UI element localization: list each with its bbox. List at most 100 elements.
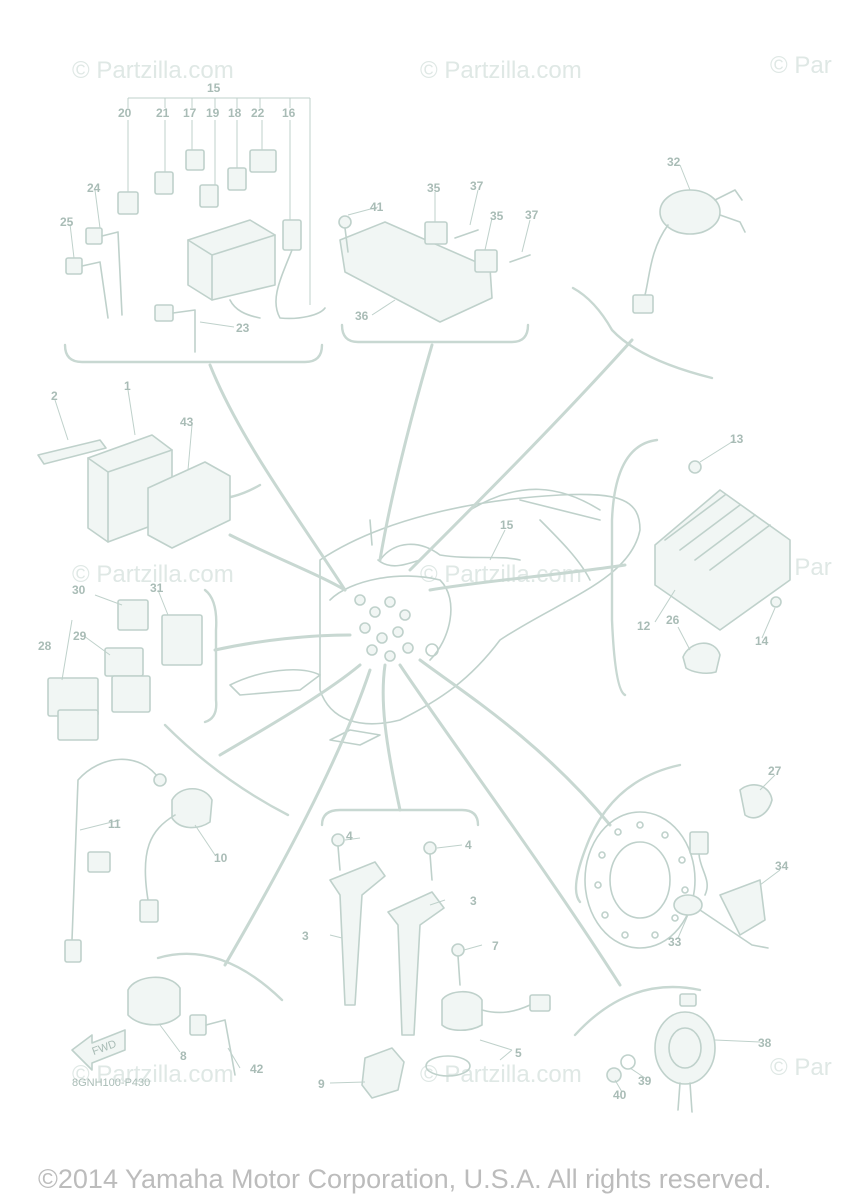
callout-3a: 3 [302, 929, 309, 943]
connector-24 [85, 227, 103, 245]
callout-15a: 15 [207, 81, 221, 95]
buzzer-38 [654, 1011, 716, 1085]
watermarks: © Partzilla.com © Partzilla.com © Par © … [72, 52, 832, 1088]
holder-26 [682, 642, 721, 675]
relays-group [47, 599, 203, 741]
callout-25: 25 [60, 215, 74, 229]
callout-10: 10 [214, 851, 228, 865]
sensor-5 [425, 943, 551, 1077]
fuse-18 [227, 167, 247, 191]
relay-bracket-group [338, 215, 531, 323]
relay-35a [424, 221, 448, 245]
rotor-sensor-group [584, 784, 773, 949]
callout-39: 39 [638, 1074, 652, 1088]
fuse-21 [154, 171, 174, 195]
washer-14 [770, 596, 782, 608]
connector-16 [282, 219, 302, 251]
callout-43: 43 [180, 415, 194, 429]
buzzer-group [606, 993, 716, 1113]
relay-30 [117, 599, 149, 631]
callout-8: 8 [180, 1049, 187, 1063]
bolts-37 [454, 229, 531, 263]
callout-31: 31 [150, 581, 164, 595]
callout-5: 5 [515, 1046, 522, 1060]
callout-3b: 3 [470, 894, 477, 908]
callout-27: 27 [768, 764, 782, 778]
callout-37b: 37 [525, 208, 539, 222]
relay-31 [161, 614, 203, 666]
rectifier-group [654, 460, 791, 675]
watermark-9: © Par [770, 1054, 832, 1081]
leader-lines [54, 164, 781, 1093]
callout-24: 24 [87, 181, 101, 195]
fuse-box-group [65, 97, 326, 353]
nut-40 [606, 1067, 622, 1083]
callout-38: 38 [758, 1036, 772, 1050]
callout-4b: 4 [465, 838, 472, 852]
callout-35a: 35 [427, 181, 441, 195]
watermark-2: © Partzilla.com [420, 57, 582, 84]
connector-25 [65, 257, 83, 275]
fuse-20 [117, 191, 139, 215]
sensor-33 [673, 894, 703, 916]
fwd-arrow: FWD [71, 1029, 126, 1071]
callout-22: 22 [251, 106, 265, 120]
callout-7: 7 [492, 939, 499, 953]
callout-28: 28 [38, 639, 52, 653]
diagram-code: 8GNH100-P430 [72, 1077, 150, 1089]
callout-21: 21 [156, 106, 170, 120]
callout-29: 29 [73, 629, 87, 643]
screw-41 [338, 215, 352, 229]
watermark-3: © Par [770, 52, 832, 79]
watermark-8: © Partzilla.com [420, 1061, 582, 1088]
callout-40: 40 [613, 1088, 627, 1102]
callout-13: 13 [730, 432, 744, 446]
callout-11: 11 [108, 817, 121, 831]
callout-32: 32 [667, 155, 681, 169]
callout-2: 2 [51, 389, 58, 403]
callout-19: 19 [206, 106, 220, 120]
washer-39 [620, 1054, 636, 1070]
callout-14: 14 [755, 634, 769, 648]
sensor-10 [139, 787, 213, 923]
watermark-4: © Partzilla.com [72, 561, 234, 588]
relay-29 [104, 647, 144, 677]
callout-16: 16 [282, 106, 296, 120]
sensor-8 [127, 976, 236, 1076]
watermark-1: © Partzilla.com [72, 57, 234, 84]
callout-26: 26 [666, 613, 680, 627]
main-switch-32 [632, 189, 746, 314]
callout-36: 36 [355, 309, 369, 323]
connection-lines [208, 338, 634, 987]
wire-42 [189, 1014, 207, 1036]
bracket-36 [339, 221, 493, 323]
watermark-7: © Partzilla.com [72, 1061, 234, 1088]
fuse-22 [249, 149, 277, 173]
nut-13 [688, 460, 702, 474]
lead-wire-11 [64, 758, 167, 963]
callout-42: 42 [250, 1062, 264, 1076]
callout-30: 30 [72, 583, 86, 597]
callout-20: 20 [118, 106, 132, 120]
band-2 [37, 439, 107, 465]
callout-12: 12 [637, 619, 651, 633]
plate-34 [719, 879, 766, 936]
callout-37a: 37 [470, 179, 484, 193]
callout-23: 23 [236, 321, 250, 335]
callout-41: 41 [370, 200, 384, 214]
callout-18: 18 [228, 106, 242, 120]
connector-23 [154, 304, 174, 322]
sensor-9 [361, 1047, 405, 1099]
ignition-coils [329, 833, 445, 1036]
copyright-footer: ©2014 Yamaha Motor Corporation, U.S.A. A… [38, 1164, 771, 1194]
callout-15b: 15 [500, 518, 514, 532]
relay-35b [474, 249, 498, 273]
callout-33: 33 [668, 935, 682, 949]
ecu-group [37, 434, 231, 549]
callout-17: 17 [183, 106, 197, 120]
fuse-19 [199, 184, 219, 208]
clip-27 [739, 784, 773, 819]
callout-35b: 35 [490, 209, 504, 223]
callout-1: 1 [124, 379, 131, 393]
